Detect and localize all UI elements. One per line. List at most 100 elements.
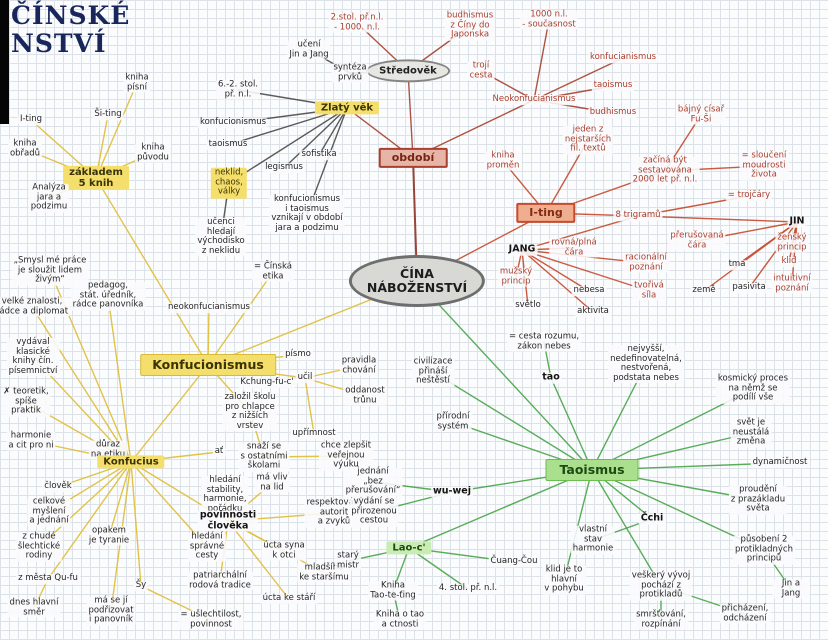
mindmap-node-ucil: učil	[295, 372, 315, 383]
mindmap-node-intuitivni-poznani: intuitivní poznání	[771, 273, 813, 294]
mindmap-node-stredovek-data: 2.stol. př.n.l. - 1000. n.l.	[328, 12, 386, 33]
mindmap-node-qu-fu: z města Qu-fu	[16, 573, 80, 584]
mindmap-edge	[95, 177, 209, 366]
mindmap-node-velke-znalosti: velké znalosti, rádce a diplomat	[0, 297, 71, 317]
mindmap-node-vyvoj-protikladu: veškerý vývoj pochází z protikladů	[629, 570, 693, 601]
mindmap-node-nebesa: nebesa	[571, 285, 607, 296]
mindmap-node-obdobi: období	[378, 147, 448, 169]
mindmap-edge	[521, 215, 639, 251]
mindmap-node-svetlo: světlo	[513, 300, 543, 311]
mindmap-edge	[318, 107, 348, 156]
mindmap-node-sy: Šy	[133, 580, 149, 591]
mindmap-node-synteza: syntéza prvků	[331, 62, 369, 83]
mindmap-node-center: ČÍNA NÁBOŽENSTVÍ	[348, 255, 486, 307]
mindmap-edge	[304, 377, 315, 435]
mindmap-node-ne-teoretik: ✗ teoretik, spíše praktik	[1, 386, 51, 417]
mindmap-node-jednani-bez: jednání „bez přerušování“	[343, 466, 403, 497]
mindmap-edge	[637, 215, 798, 223]
mindmap-node-tvoriva-sila: tvořivá síla	[632, 280, 666, 301]
mindmap-node-podrizeni-panovnik: má se jí podřizovat i panovník	[86, 595, 136, 626]
mindmap-edge	[563, 469, 593, 581]
mindmap-node-klid-v-pohybu: klid je to hlavní v pohybu	[542, 564, 586, 595]
mindmap-node-uceni-jin-jang: učení Jin a Jang	[287, 39, 331, 60]
mindmap-node-nejvyssi: nejvyšší, nedefinovatelná, nestvořená, p…	[608, 343, 684, 384]
mindmap-node-at: ať	[212, 446, 226, 457]
mindmap-edge	[283, 107, 348, 169]
mindmap-node-zv-taoismus: taoismus	[206, 139, 250, 150]
mindmap-node-wu-wej: wu-wej	[431, 485, 473, 498]
mindmap-edge	[432, 371, 593, 471]
mindmap-node-jin: JIN	[787, 215, 807, 228]
mindmap-node-budhismus-n: budhismus	[587, 107, 639, 118]
mindmap-node-ucenci: učenci hledají východisko z neklidu	[195, 216, 247, 257]
mindmap-node-klid: klid	[779, 256, 799, 267]
mindmap-node-trigramy: 8 trigramů	[613, 210, 663, 221]
mindmap-node-slouceni: = sloučení moudrosti života	[739, 150, 789, 181]
mindmap-node-rovna-cara: rovná/plná čára	[549, 237, 599, 258]
mindmap-node-zlaty-vek: Zlatý věk	[314, 101, 380, 115]
mindmap-node-protikladne-principy: působení 2 protikladných principů	[733, 534, 795, 565]
mindmap-node-zensky-princip: ženský princip	[775, 232, 809, 253]
mindmap-node-civilizace: civilizace přináší neštěstí	[411, 356, 455, 387]
mindmap-node-konfucionismus: Konfucionismus	[140, 354, 276, 376]
mindmap-node-lao-data: 4. stol. př. n.l.	[436, 583, 500, 594]
mindmap-node-legismus: legismus	[263, 162, 305, 173]
left-edge-bar	[0, 0, 9, 124]
mindmap-edge	[791, 221, 798, 285]
mindmap-edge	[748, 221, 798, 289]
mindmap-edge	[107, 295, 132, 463]
mindmap-edge	[130, 364, 209, 463]
mindmap-node-konfucianismus-n: konfucianismus	[587, 52, 659, 63]
mindmap-node-uprimnost: upřímnost	[290, 428, 338, 439]
mindmap-node-kniha-promen: kniha proměn	[484, 150, 522, 171]
mindmap-node-kniha-tao-ctnost: Kniha o tao a ctnosti	[373, 609, 427, 630]
mindmap-node-taoismus-n: taoismus	[591, 80, 635, 91]
mindmap-node-sestavovana: začíná být sestavována 2000 let př. n.l.	[630, 155, 700, 186]
mindmap-node-smysl-prace: „Smysl mé práce je sloužit lidem živým“	[11, 255, 89, 286]
mindmap-node-kchung-fu-c: Kchung-fu-c'	[238, 377, 296, 388]
mindmap-edge	[227, 520, 290, 600]
mindmap-node-vznik-obdobi: konfucionismus i taoismus vznikají v obd…	[269, 193, 345, 234]
mindmap-node-si-ting: Ši-ting	[92, 109, 124, 120]
mindmap-node-kniha-pisni: kniha písní	[123, 72, 151, 93]
mindmap-node-cinska-etika: = Čínská etika	[252, 261, 294, 282]
page-title: ČÍNSKÉ NSTVÍ	[11, 2, 130, 57]
mindmap-node-cchi: Čchi	[638, 512, 666, 525]
mindmap-node-jang: JANG	[506, 243, 538, 256]
mindmap-node-kniha-puvodu: kniha původu	[135, 142, 171, 163]
mindmap-node-neokonf-l: neokonfucianismus	[166, 302, 252, 313]
mindmap-node-zv-konfucionismus: konfucionismus	[197, 117, 269, 128]
mindmap-node-prichazeni: přicházení, odcházení	[719, 603, 771, 624]
mindmap-node-nejstarsi-text: jeden z nejstarších fil. textů	[562, 124, 614, 155]
mindmap-node-kosmicky-proces: kosmický proces na němž se podílí vše	[715, 373, 791, 404]
mindmap-node-prirozena-cesta: vydání se přirozenou cestou	[349, 496, 399, 527]
mindmap-node-chce-zlepsit: chce zlepšit veřejnou výuku	[318, 440, 374, 471]
mindmap-node-tao: tao	[540, 371, 562, 384]
mindmap-node-cesta-rozumu: = cesta rozumu, zákon nebes	[506, 331, 582, 352]
mindmap-node-pismo: písmo	[283, 349, 313, 360]
mindmap-node-pedagog: pedagog, stát. úředník, rádce panovníka	[70, 280, 146, 311]
mindmap-node-lao-c: Lao-c'	[386, 541, 432, 555]
mindmap-node-patriarchalni: patriarchální rodová tradice	[187, 570, 253, 591]
mindmap-node-racionalni-poznani: racionální poznání	[623, 252, 669, 273]
mindmap-edge	[550, 377, 593, 471]
mindmap-node-opak-tyranie: opakem je tyranie	[86, 525, 132, 546]
mindmap-node-iting: I-ting	[516, 202, 576, 224]
mindmap-node-vydaval-knihy: vydával klasické knihy čín. písemnictví	[6, 336, 60, 377]
mindmap-edge	[521, 249, 650, 292]
mindmap-node-chuda-rodina: z chudé šlechtické rodiny	[15, 531, 63, 562]
mindmap-edge	[95, 82, 138, 179]
mindmap-edge	[408, 469, 593, 549]
mindmap-node-zv-data: 6.-2. stol. př. n.l.	[215, 79, 261, 100]
mindmap-edge	[207, 271, 274, 366]
mindmap-node-clovek: člověk	[42, 481, 74, 492]
mindmap-edge	[533, 57, 624, 101]
mindmap-node-ucta-stari: úcta ke stáří	[260, 593, 318, 604]
mindmap-edge	[31, 306, 132, 463]
mindmap-node-hlavni-smer: dnes hlavní směr	[7, 597, 61, 618]
mindmap-node-cuang-cou: Čuang-Čou	[488, 556, 540, 567]
mindmap-node-neokonf-data: 1000 n.l. - současnost	[520, 9, 578, 30]
mindmap-edge	[408, 547, 469, 590]
mindmap-node-snazi-se: snaží se s ostatními školami	[238, 441, 290, 472]
